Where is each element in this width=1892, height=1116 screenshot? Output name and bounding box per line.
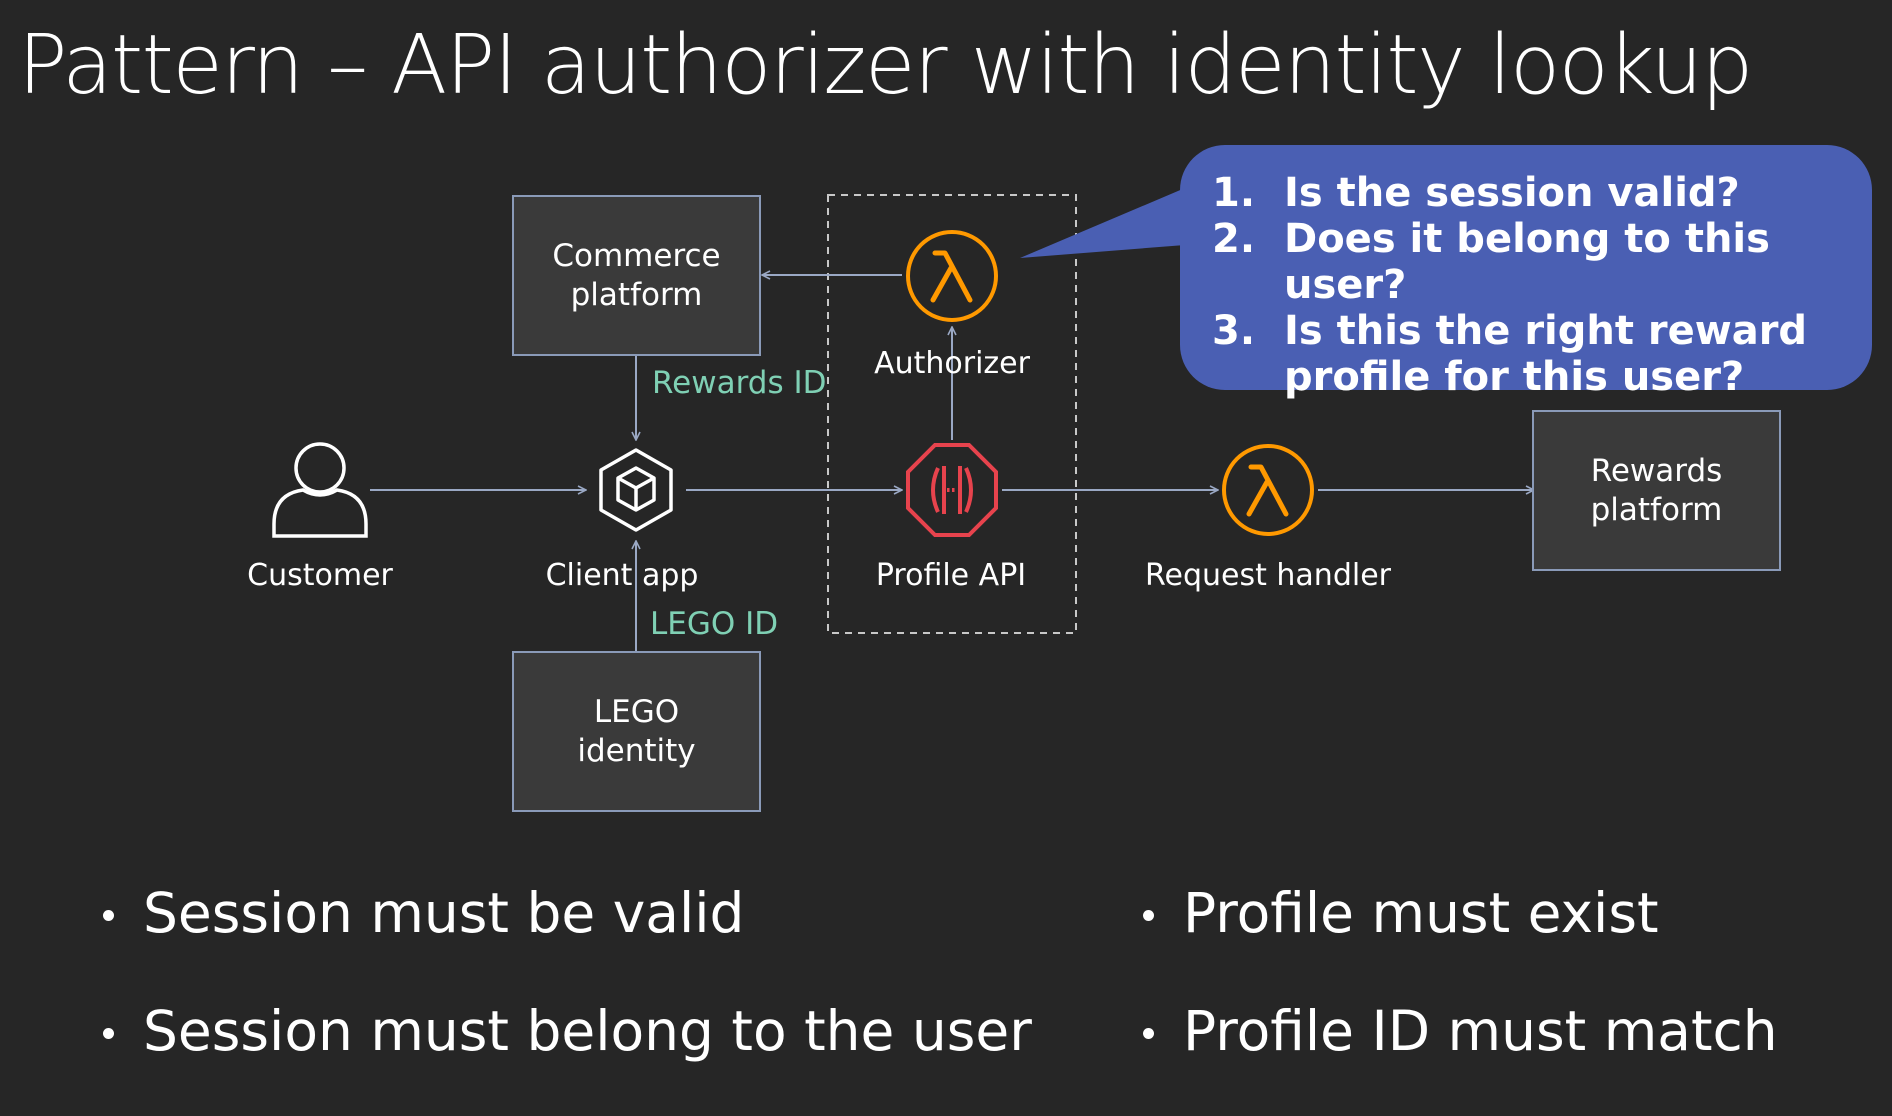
- callout-item: 2. Does it belong to this user?: [1212, 216, 1892, 308]
- lambda-icon: [906, 230, 998, 322]
- cube-icon: [599, 448, 673, 532]
- lego-identity-label-line1: LEGO: [593, 693, 680, 730]
- callout-question-list: 1. Is the session valid? 2. Does it belo…: [1212, 170, 1892, 400]
- bullet-item: Profile ID must match: [1063, 998, 1778, 1064]
- request-handler-label: Request handler: [1145, 558, 1391, 593]
- lambda-icon: [1222, 444, 1314, 536]
- callout-item-number: 3.: [1212, 308, 1256, 354]
- callout-item: 1. Is the session valid?: [1212, 170, 1892, 216]
- rewards-id-label: Rewards ID: [652, 365, 827, 401]
- bullet-list-left: Session must be valid Session must belon…: [23, 880, 1032, 1116]
- callout-bubble: [1020, 145, 1872, 390]
- api-gateway-icon: [906, 443, 998, 537]
- callout-item-number: 1.: [1212, 170, 1256, 216]
- bullet-item: Session must belong to the user: [23, 998, 1032, 1064]
- customer-label: Customer: [247, 558, 393, 593]
- rewards-platform-label-line2: platform: [1590, 491, 1723, 528]
- callout-item-number: 2.: [1212, 216, 1256, 262]
- bullet-item: Session must be valid: [23, 880, 1032, 946]
- bullet-item: Profile must exist: [1063, 880, 1778, 946]
- commerce-platform-box: Commerce platform: [512, 195, 761, 356]
- authorizer-group-boundary: [827, 194, 1077, 634]
- callout-item-text: Is the session valid?: [1284, 170, 1740, 216]
- rewards-platform-label-line1: Rewards: [1590, 452, 1723, 489]
- client-app-label: Client app: [545, 558, 699, 593]
- architecture-diagram: [272, 145, 1872, 651]
- callout-item-text: Is this the right reward profile for thi…: [1284, 308, 1808, 400]
- commerce-platform-label-line2: platform: [570, 276, 703, 313]
- commerce-platform-label-line1: Commerce: [552, 237, 721, 274]
- authorizer-label: Authorizer: [874, 346, 1030, 381]
- callout-item: 3. Is this the right reward profile for …: [1212, 308, 1892, 400]
- lego-id-label: LEGO ID: [650, 606, 779, 642]
- rewards-platform-box: Rewards platform: [1532, 410, 1781, 571]
- profile-api-label: Profile API: [875, 558, 1027, 593]
- lego-identity-box: LEGO identity: [512, 651, 761, 812]
- user-icon: [272, 442, 368, 538]
- lego-identity-label-line2: identity: [577, 732, 696, 769]
- slide-title: Pattern – API authorizer with identity l…: [18, 18, 1753, 113]
- callout-item-text: Does it belong to this user?: [1284, 216, 1770, 308]
- bullet-list-right: Profile must exist Profile ID must match: [1063, 880, 1778, 1116]
